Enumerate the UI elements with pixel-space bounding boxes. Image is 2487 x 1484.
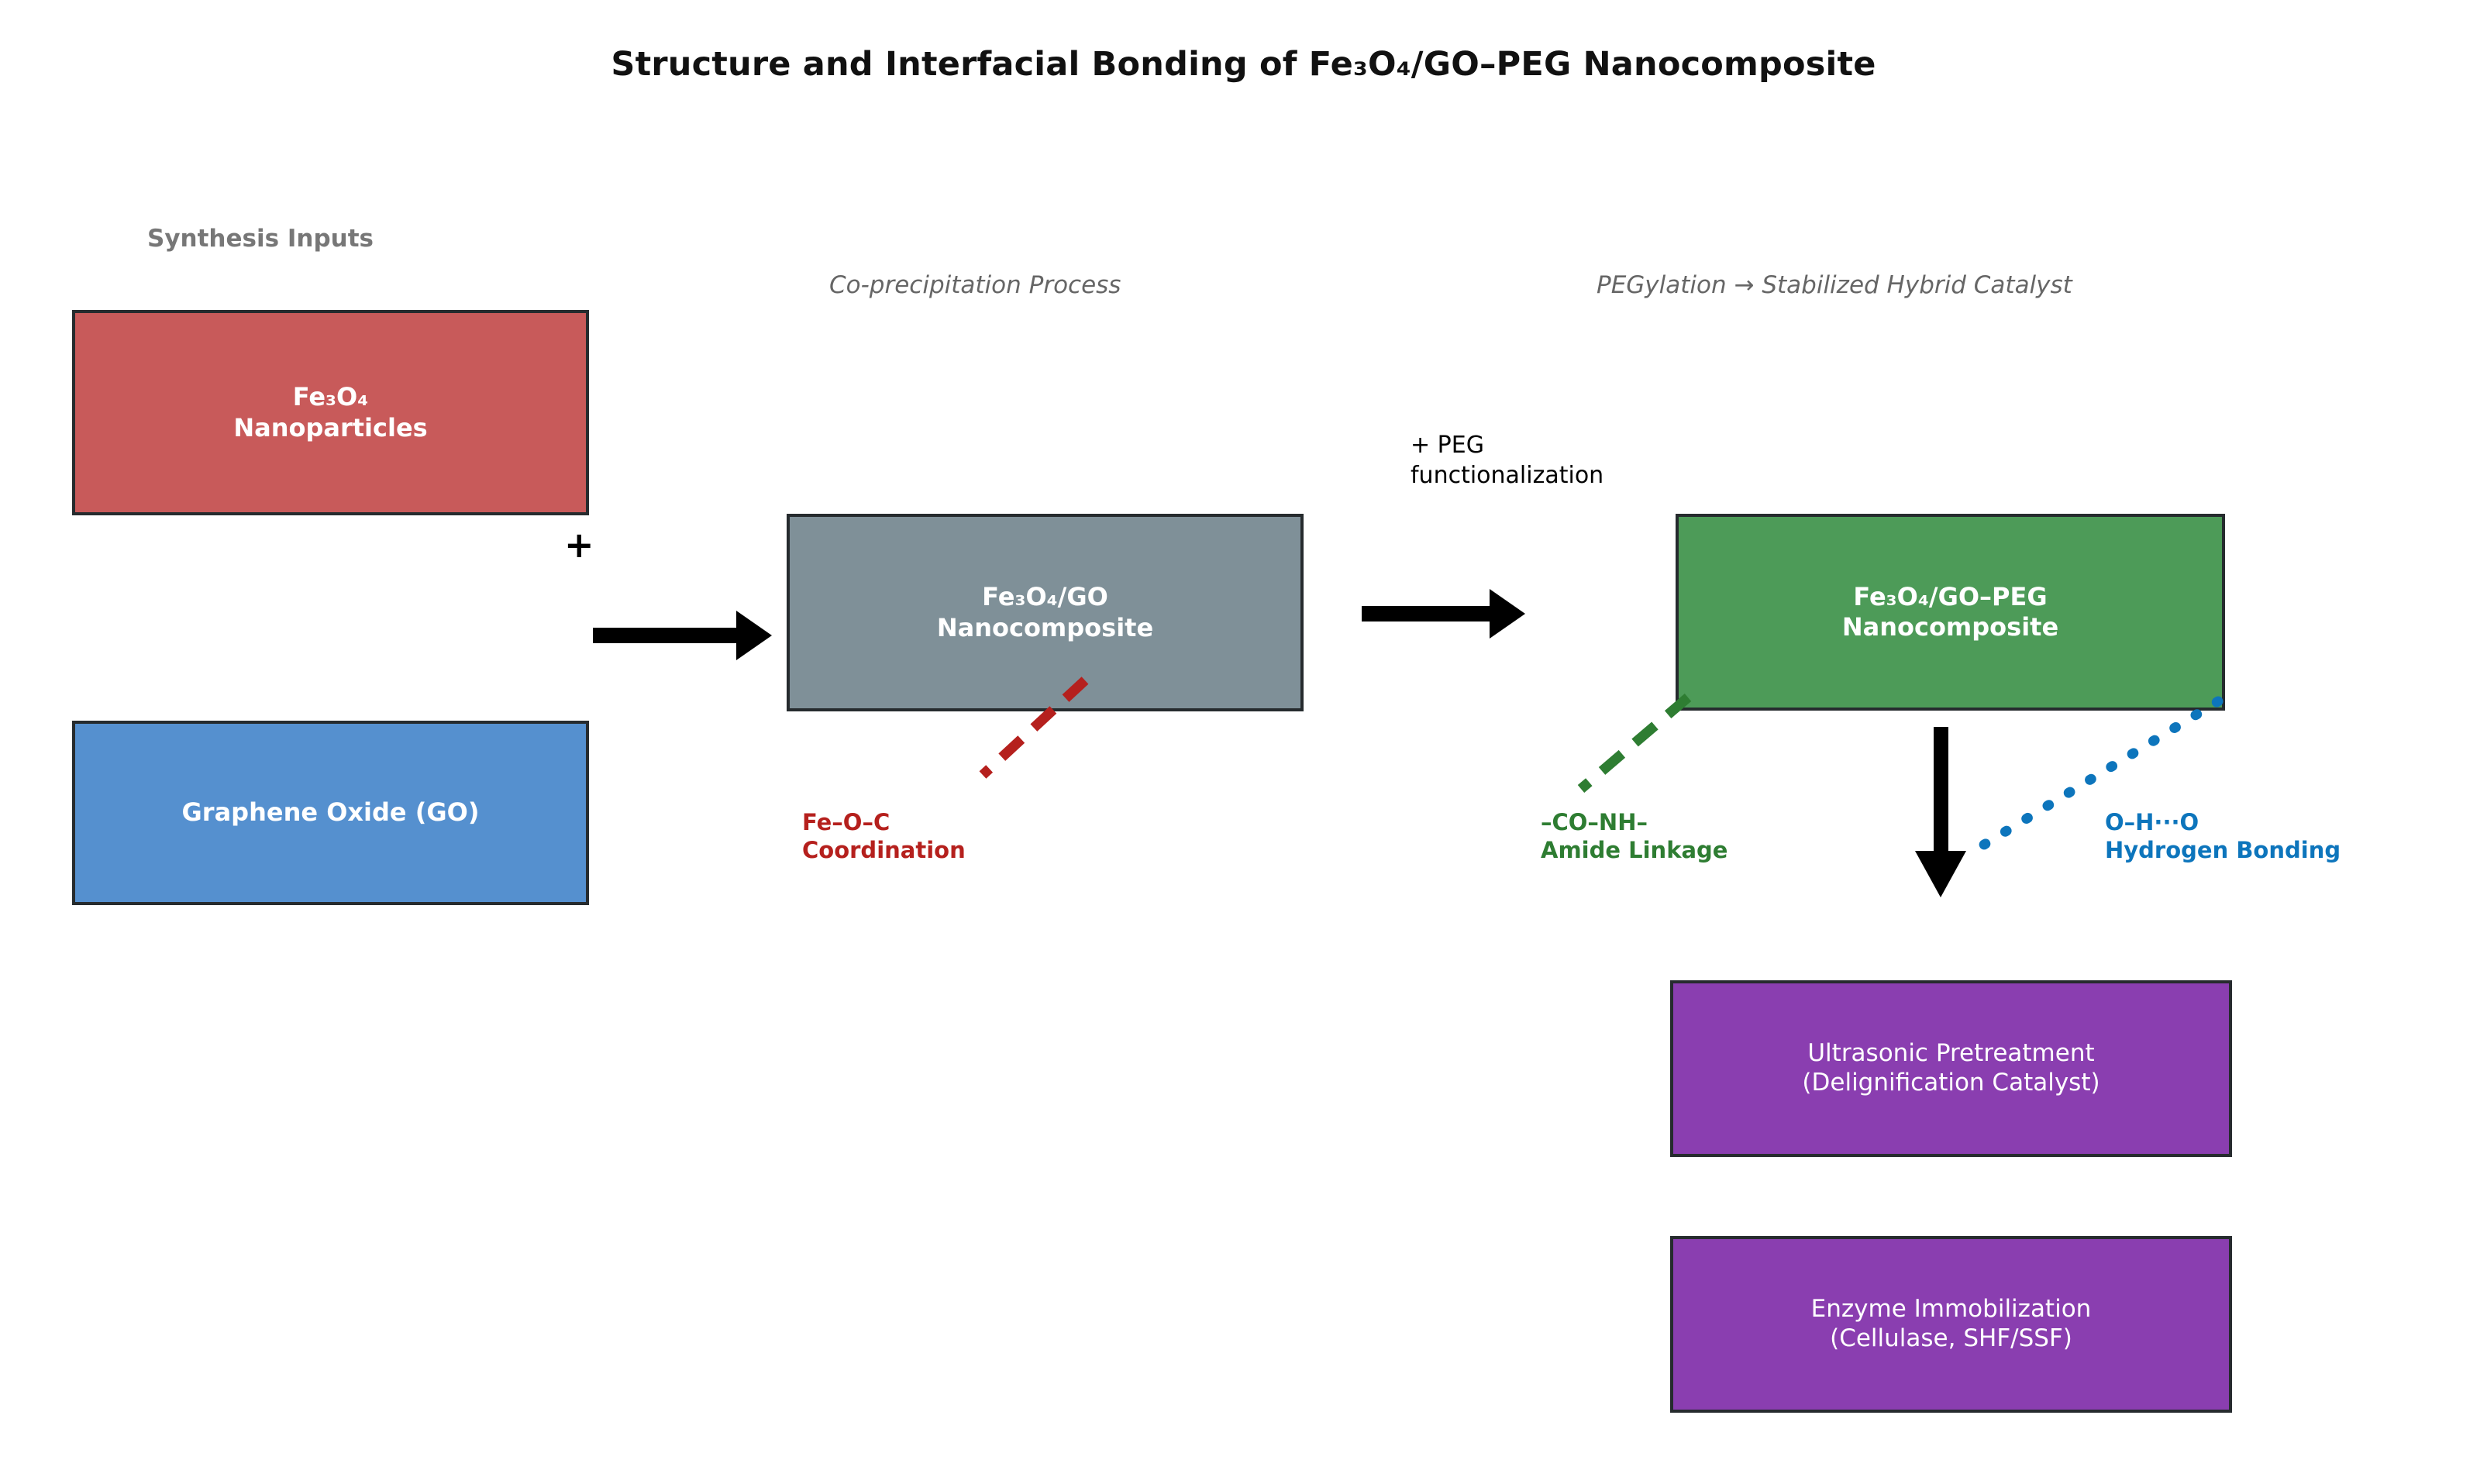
arrow-peg-to-applications [1915, 727, 1966, 897]
box-fe3o4-go-peg-nanocomposite[interactable]: Fe₃O₄/GO–PEG Nanocomposite [1676, 514, 2225, 711]
plus-sign: + [564, 524, 594, 566]
box-graphene-oxide[interactable]: Graphene Oxide (GO) [72, 721, 589, 905]
box-fe3o4-go-line2: Nanocomposite [936, 612, 1154, 642]
page-title: Structure and Interfacial Bonding of Fe₃… [611, 45, 1876, 84]
box-fe3o4-line2: Nanoparticles [233, 412, 428, 442]
box-fe3o4-line1: Fe₃O₄ [292, 382, 369, 412]
label-hydrogen-bonding: O–H···O Hydrogen Bonding [2105, 809, 2341, 864]
box-fe3o4-go-line1: Fe₃O₄/GO [982, 582, 1108, 612]
box-enzyme-line1: Enzyme Immobilization [1810, 1295, 2092, 1324]
label-fe-o-c-coordination: Fe–O–C Coordination [802, 809, 966, 864]
box-fe3o4-go-peg-line1: Fe₃O₄/GO–PEG [1853, 581, 2048, 611]
box-ultrasonic-line2: (Delignification Catalyst) [1802, 1069, 2100, 1097]
peg-functionalization-note: + PEG functionalization [1411, 432, 1604, 489]
box-enzyme-line2: (Cellulase, SHF/SSF) [1830, 1324, 2072, 1352]
box-graphene-oxide-line1: Graphene Oxide (GO) [181, 797, 480, 828]
box-enzyme-immobilization[interactable]: Enzyme Immobilization (Cellulase, SHF/SS… [1670, 1236, 2232, 1413]
box-fe3o4-go-nanocomposite[interactable]: Fe₃O₄/GO Nanocomposite [787, 514, 1304, 711]
box-fe3o4-go-peg-line2: Nanocomposite [1841, 612, 2059, 642]
box-fe3o4-nanoparticles[interactable]: Fe₃O₄ Nanoparticles [72, 310, 589, 515]
box-ultrasonic-pretreatment[interactable]: Ultrasonic Pretreatment (Delignification… [1670, 980, 2232, 1157]
amide-dashed-line [1577, 694, 1692, 793]
arrow-composite-to-peg [1362, 589, 1525, 639]
box-ultrasonic-line1: Ultrasonic Pretreatment [1807, 1039, 2095, 1068]
section-heading-synthesis-inputs: Synthesis Inputs [147, 225, 374, 253]
section-heading-pegylation: PEGylation → Stabilized Hybrid Catalyst [1597, 271, 2072, 299]
arrow-inputs-to-composite [593, 611, 772, 660]
section-heading-coprecipitation: Co-precipitation Process [829, 271, 1121, 299]
label-amide-linkage: –CO–NH– Amide Linkage [1541, 809, 1728, 864]
